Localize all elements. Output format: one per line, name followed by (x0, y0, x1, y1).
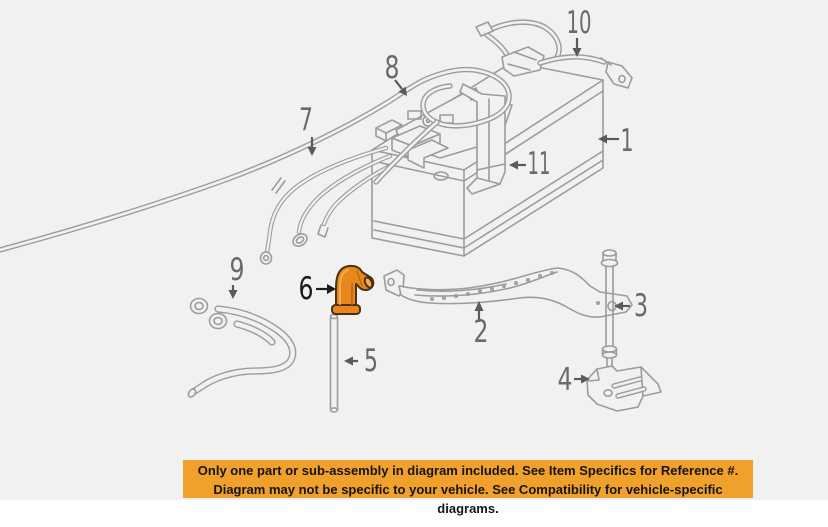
part-2-hold-down-strap (383, 267, 633, 318)
callout-3: 3 (614, 288, 648, 324)
callout-9-label: 9 (230, 252, 245, 288)
callout-8-label: 8 (385, 50, 400, 86)
callout-8: 8 (385, 50, 407, 96)
callout-1: 1 (598, 123, 634, 159)
part-11-battery-bracket (459, 83, 506, 195)
part-9-vent-hose (187, 297, 297, 398)
callout-10-label: 10 (567, 5, 592, 41)
callout-7: 7 (299, 102, 317, 156)
part-7-battery-cables (259, 145, 397, 265)
callout-1-label: 1 (621, 123, 634, 159)
callout-5: 5 (344, 343, 378, 379)
part-10-negative-battery-cable (475, 19, 633, 89)
part-4-wedge-bracket (586, 365, 662, 412)
part-5-vent-tube (329, 313, 339, 413)
part-8-positive-battery-cable (0, 66, 512, 253)
callout-7-label: 7 (299, 102, 313, 138)
callout-10: 10 (567, 5, 592, 57)
callout-2-label: 2 (474, 314, 489, 350)
strap-rivet-holes (429, 270, 600, 305)
callout-6-label: 6 (299, 271, 314, 307)
callout-11: 11 (509, 146, 551, 182)
part-6-vent-elbow-highlighted (331, 264, 375, 315)
callout-9: 9 (228, 252, 245, 299)
notice-banner-line1: Only one part or sub-assembly in diagram… (197, 463, 739, 478)
callout-2: 2 (474, 301, 489, 350)
diagram-line-art: 1 2 3 4 5 6 7 (0, 5, 662, 413)
callout-5-label: 5 (364, 343, 378, 379)
notice-banner-line2: Diagram may not be specific to your vehi… (213, 482, 723, 516)
callout-4-label: 4 (558, 362, 573, 398)
notice-banner: Only one part or sub-assembly in diagram… (183, 460, 753, 516)
parts-diagram: 1 2 3 4 5 6 7 (0, 0, 828, 516)
callout-11-label: 11 (528, 146, 551, 182)
callout-3-label: 3 (634, 288, 648, 324)
callout-6-highlighted: 6 (299, 271, 336, 307)
callout-4: 4 (558, 362, 590, 398)
